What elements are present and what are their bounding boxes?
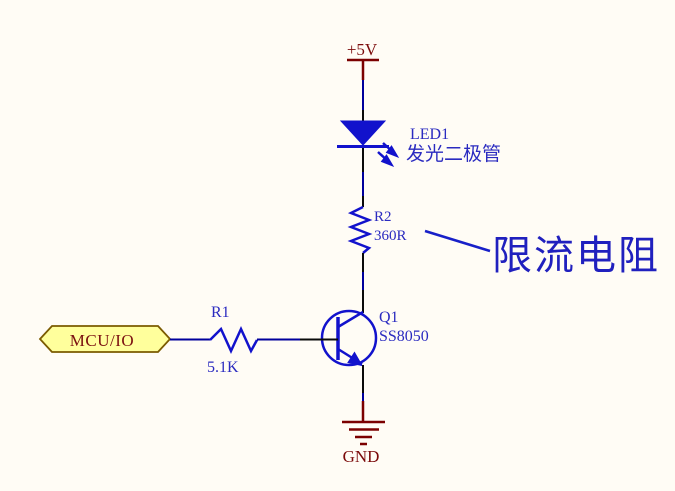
led-description: 发光二极管: [406, 143, 501, 165]
r1-designator: R1: [211, 304, 230, 321]
callout-text: 限流电阻: [492, 233, 660, 278]
transistor-q1[interactable]: Q1 SS8050: [300, 290, 429, 393]
resistor-r1[interactable]: R1 5.1K: [207, 304, 259, 376]
r2-zigzag: [347, 205, 373, 254]
gnd-label: GND: [343, 447, 380, 466]
r2-value: 360R: [374, 228, 407, 244]
q1-part-number: SS8050: [379, 328, 429, 345]
led-triangle: [339, 120, 387, 146]
vcc-label: +5V: [347, 40, 378, 59]
q1-emitter-arrow: [347, 351, 363, 367]
r1-value: 5.1K: [207, 359, 239, 376]
ground-object[interactable]: GND: [342, 401, 385, 466]
power-object-5v[interactable]: +5V: [347, 40, 379, 80]
r2-designator: R2: [374, 209, 392, 225]
callout-current-limit: 限流电阻: [424, 229, 660, 278]
led-light-arrows: [377, 142, 400, 167]
port-mcu-io[interactable]: MCU/IO: [38, 325, 172, 353]
callout-leader-line: [424, 229, 491, 253]
resistor-r2[interactable]: R2 360R: [347, 196, 407, 272]
q1-collector-stroke: [337, 310, 364, 329]
q1-designator: Q1: [379, 309, 399, 326]
port-label: MCU/IO: [70, 331, 134, 350]
led-symbol[interactable]: LED1 发光二极管: [337, 110, 501, 172]
led-designator: LED1: [410, 126, 449, 143]
r1-zigzag: [209, 325, 259, 355]
q1-body-circle: [320, 309, 378, 367]
